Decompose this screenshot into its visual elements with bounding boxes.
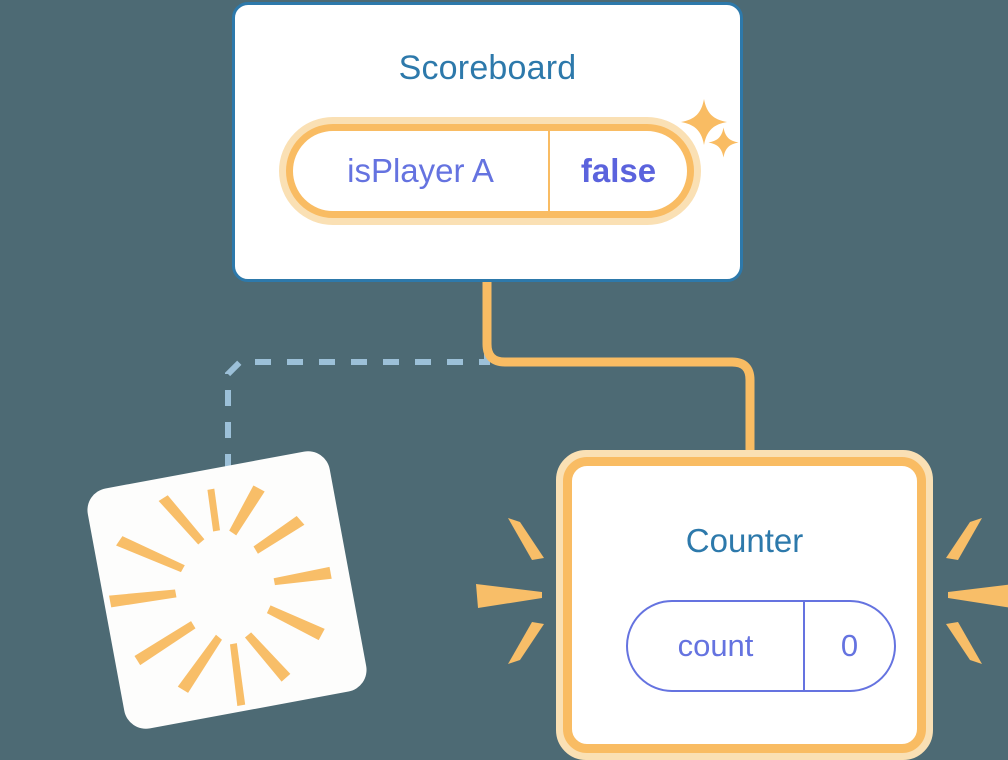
solid-connector-scoreboard-to-counter bbox=[482, 282, 755, 470]
scoreboard-card[interactable]: Scoreboard isPlayer A false bbox=[232, 2, 743, 282]
state-key-count: count bbox=[628, 602, 805, 690]
state-key-is-player-a: isPlayer A bbox=[293, 131, 550, 211]
scoreboard-title: Scoreboard bbox=[398, 49, 577, 87]
pill-body[interactable]: isPlayer A false bbox=[286, 124, 694, 218]
sparkle-star-large-icon bbox=[681, 99, 727, 145]
scoreboard-state-pill[interactable]: isPlayer A false bbox=[279, 117, 701, 225]
counter-card-body[interactable]: Counter count 0 bbox=[563, 457, 926, 753]
counter-burst-rays-right-icon bbox=[946, 518, 1008, 664]
dashed-connector-scoreboard-to-ghost bbox=[225, 290, 490, 470]
sparkle-star-small-icon bbox=[708, 127, 739, 158]
counter-burst-rays-left-icon bbox=[476, 518, 544, 664]
state-value-is-player-a: false bbox=[580, 152, 657, 189]
counter-state-pill[interactable]: count 0 bbox=[626, 600, 896, 692]
counter-title: Counter bbox=[685, 522, 804, 559]
pill-highlight-glow bbox=[279, 117, 701, 225]
counter-card[interactable]: Counter count 0 bbox=[556, 450, 933, 760]
ghost-card[interactable] bbox=[83, 447, 371, 733]
state-value-count: 0 bbox=[840, 628, 859, 663]
